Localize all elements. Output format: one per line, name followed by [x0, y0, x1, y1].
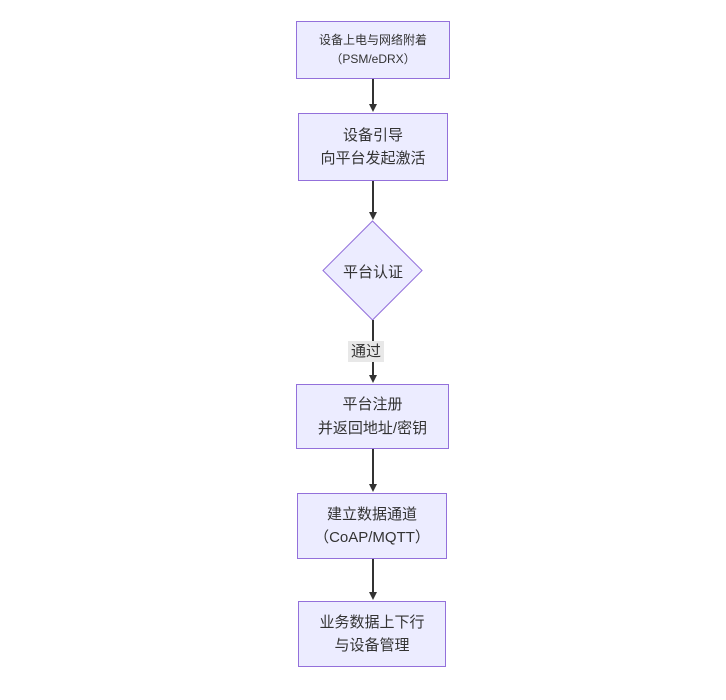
node-device-bootstrap-activate: 设备引导 向平台发起激活	[298, 113, 448, 181]
arrowhead-down-icon	[369, 212, 377, 220]
node-label-line: 平台认证	[342, 263, 403, 281]
edge-label-pass: 通过	[348, 341, 385, 362]
edge-arrow-e-f	[368, 559, 378, 600]
node-label-line: （PSM/eDRX）	[330, 52, 416, 66]
edge-arrow-b-c	[368, 181, 378, 220]
node-label-line: 设备上电与网络附着	[318, 33, 427, 48]
arrowhead-down-icon	[369, 592, 377, 600]
edge-line	[372, 559, 374, 592]
node-platform-auth-decision: 平台认证	[322, 220, 423, 321]
arrowhead-down-icon	[369, 104, 377, 112]
node-device-power-network-attach: 设备上电与网络附着 （PSM/eDRX）	[296, 21, 450, 79]
node-platform-register: 平台注册 并返回地址/密钥	[296, 384, 449, 449]
edge-line	[372, 181, 374, 212]
node-label-line: 并返回地址/密钥	[317, 419, 428, 437]
node-label-line: 平台注册	[342, 396, 403, 414]
edge-line	[372, 449, 374, 484]
node-label-line: 与设备管理	[334, 637, 410, 654]
node-label-line: 建立数据通道	[326, 505, 417, 523]
edge-arrow-d-e	[368, 449, 378, 492]
node-label-line: （CoAP/MQTT）	[314, 529, 430, 546]
node-label-line: 设备引导	[342, 126, 403, 144]
node-label-line: 向平台发起激活	[320, 150, 426, 167]
node-label-line: 业务数据上下行	[319, 613, 425, 631]
arrowhead-down-icon	[369, 375, 377, 383]
node-establish-data-channel: 建立数据通道 （CoAP/MQTT）	[297, 493, 447, 559]
edge-arrow-a-b	[368, 79, 378, 112]
arrowhead-down-icon	[369, 484, 377, 492]
edge-line	[372, 79, 374, 104]
node-business-data-device-mgmt: 业务数据上下行 与设备管理	[298, 601, 446, 667]
